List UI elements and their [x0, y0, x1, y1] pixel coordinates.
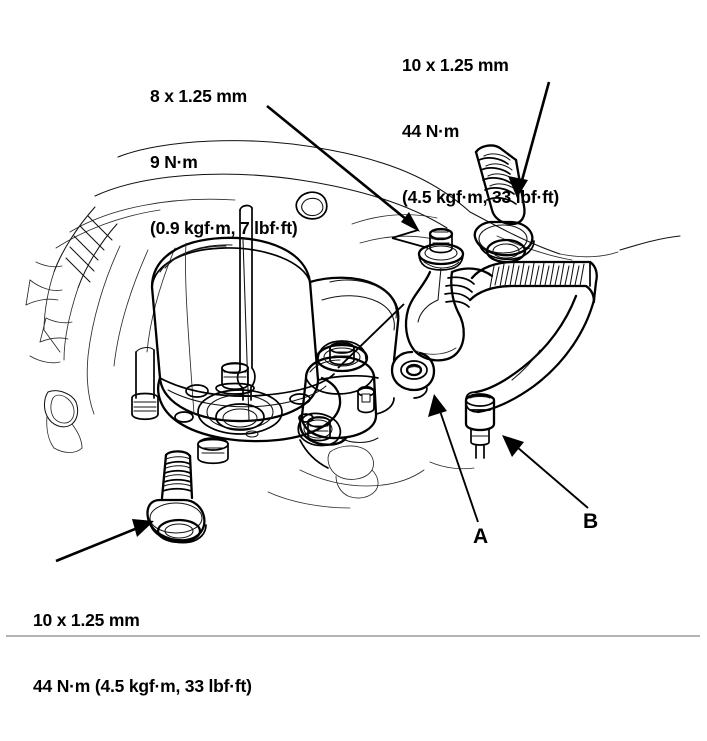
corrugation-ribs	[489, 262, 585, 289]
starter-motor-line-art	[6, 81, 700, 637]
annotation-bottom-left-line1: 10 x 1.25 mm	[33, 610, 140, 631]
leader-callout-b	[502, 435, 589, 509]
annotation-top-left-line3: (0.9 kgf·m, 7 lbf·ft)	[150, 218, 298, 239]
cable-bracket-assembly	[390, 227, 598, 459]
leader-callout-a	[428, 394, 479, 523]
annotation-top-right-line3: (4.5 kgf·m, 33 lbf·ft)	[402, 187, 559, 208]
annotation-top-left: 8 x 1.25 mm 9 N·m (0.9 kgf·m, 7 lbf·ft)	[150, 41, 298, 284]
leader-topright-spec	[508, 81, 551, 198]
starter-motor-body	[131, 191, 400, 465]
annotation-top-left-line1: 8 x 1.25 mm	[150, 86, 248, 107]
annotation-top-right-line1: 10 x 1.25 mm	[402, 55, 509, 76]
annotation-bottom-left-line2: 44 N·m (4.5 kgf·m, 33 lbf·ft)	[33, 676, 252, 697]
leader-topleft-spec	[266, 104, 420, 232]
leader-bottomleft-spec	[55, 519, 154, 563]
diagram-canvas: 10 x 1.25 mm 44 N·m (4.5 kgf·m, 33 lbf·f…	[6, 10, 700, 697]
lower-left-mounting-bolt	[146, 450, 207, 544]
annotation-top-right-line2: 44 N·m	[402, 121, 460, 142]
leader-lines	[55, 81, 589, 563]
callout-label-b: B	[583, 510, 599, 533]
annotation-bottom-left: 10 x 1.25 mm 44 N·m (4.5 kgf·m, 33 lbf·f…	[33, 565, 252, 741]
starter-solenoid	[297, 340, 395, 469]
callout-label-a: A	[473, 525, 489, 548]
annotation-top-right: 10 x 1.25 mm 44 N·m (4.5 kgf·m, 33 lbf·f…	[402, 10, 559, 253]
engine-block-background	[25, 140, 681, 509]
annotation-top-left-line2: 9 N·m	[150, 152, 198, 173]
